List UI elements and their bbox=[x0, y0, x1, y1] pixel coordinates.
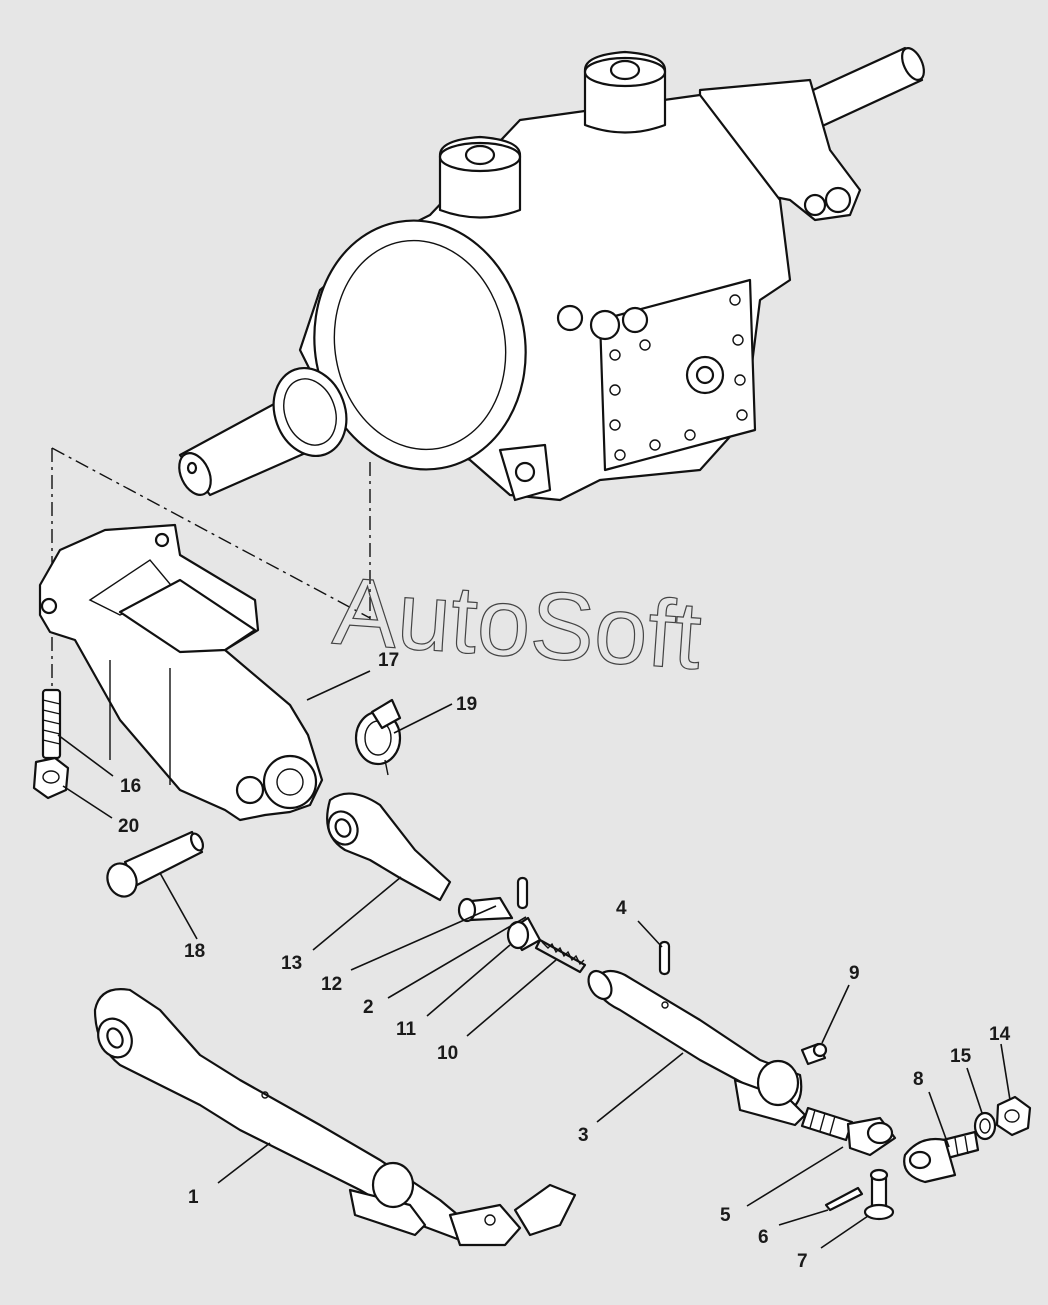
part-7-clevis-pin bbox=[863, 1168, 895, 1221]
callout-19: 19 bbox=[456, 694, 477, 715]
callouts: 1 2 3 4 5 6 7 8 9 10 11 12 13 14 15 16 1… bbox=[118, 650, 1011, 1272]
callout-11: 11 bbox=[396, 1019, 417, 1040]
part-19-linch-pin bbox=[354, 698, 402, 776]
callout-12: 12 bbox=[321, 974, 342, 995]
callout-20: 20 bbox=[118, 816, 139, 837]
part-17-lift-bracket bbox=[38, 523, 324, 822]
callout-6: 6 bbox=[758, 1227, 769, 1248]
callout-13: 13 bbox=[281, 953, 302, 974]
part-3-turnbuckle bbox=[587, 969, 807, 1127]
part-5-clevis bbox=[800, 1106, 897, 1157]
callout-3: 3 bbox=[578, 1125, 589, 1146]
callout-1: 1 bbox=[188, 1187, 199, 1208]
callout-15: 15 bbox=[950, 1046, 972, 1067]
callout-17: 17 bbox=[378, 650, 399, 671]
part-20-hex-nut bbox=[32, 756, 70, 800]
part-12-sleeve-pin bbox=[457, 896, 514, 923]
part-6-cotter-pin bbox=[824, 1186, 864, 1212]
callout-7: 7 bbox=[797, 1251, 808, 1272]
part-10-spring bbox=[534, 938, 587, 974]
transmission-housing bbox=[178, 46, 925, 502]
part-1-lower-link bbox=[93, 988, 577, 1247]
part-11-bushing bbox=[506, 916, 542, 952]
watermark-text: AutoSoft bbox=[330, 557, 705, 689]
part-2-roll-pin bbox=[516, 876, 529, 910]
callout-9: 9 bbox=[849, 963, 860, 984]
part-15-washer bbox=[973, 1111, 997, 1141]
part-8-eye-bolt bbox=[903, 1130, 980, 1184]
callout-14: 14 bbox=[989, 1024, 1011, 1045]
callout-2: 2 bbox=[363, 997, 374, 1018]
part-4-roll-pin bbox=[658, 940, 671, 976]
part-13-link-end bbox=[326, 792, 452, 902]
callout-8: 8 bbox=[913, 1069, 924, 1090]
part-18-pin bbox=[106, 830, 205, 898]
callout-5: 5 bbox=[720, 1205, 731, 1226]
part-14-nut bbox=[995, 1095, 1032, 1137]
callout-10: 10 bbox=[437, 1043, 458, 1064]
callout-18: 18 bbox=[184, 941, 205, 962]
part-9-grease-nipple bbox=[800, 1042, 828, 1066]
part-16-stud bbox=[41, 688, 62, 760]
callout-16: 16 bbox=[120, 776, 141, 797]
callout-4: 4 bbox=[616, 898, 627, 919]
leader-lines bbox=[57, 670, 1011, 1249]
